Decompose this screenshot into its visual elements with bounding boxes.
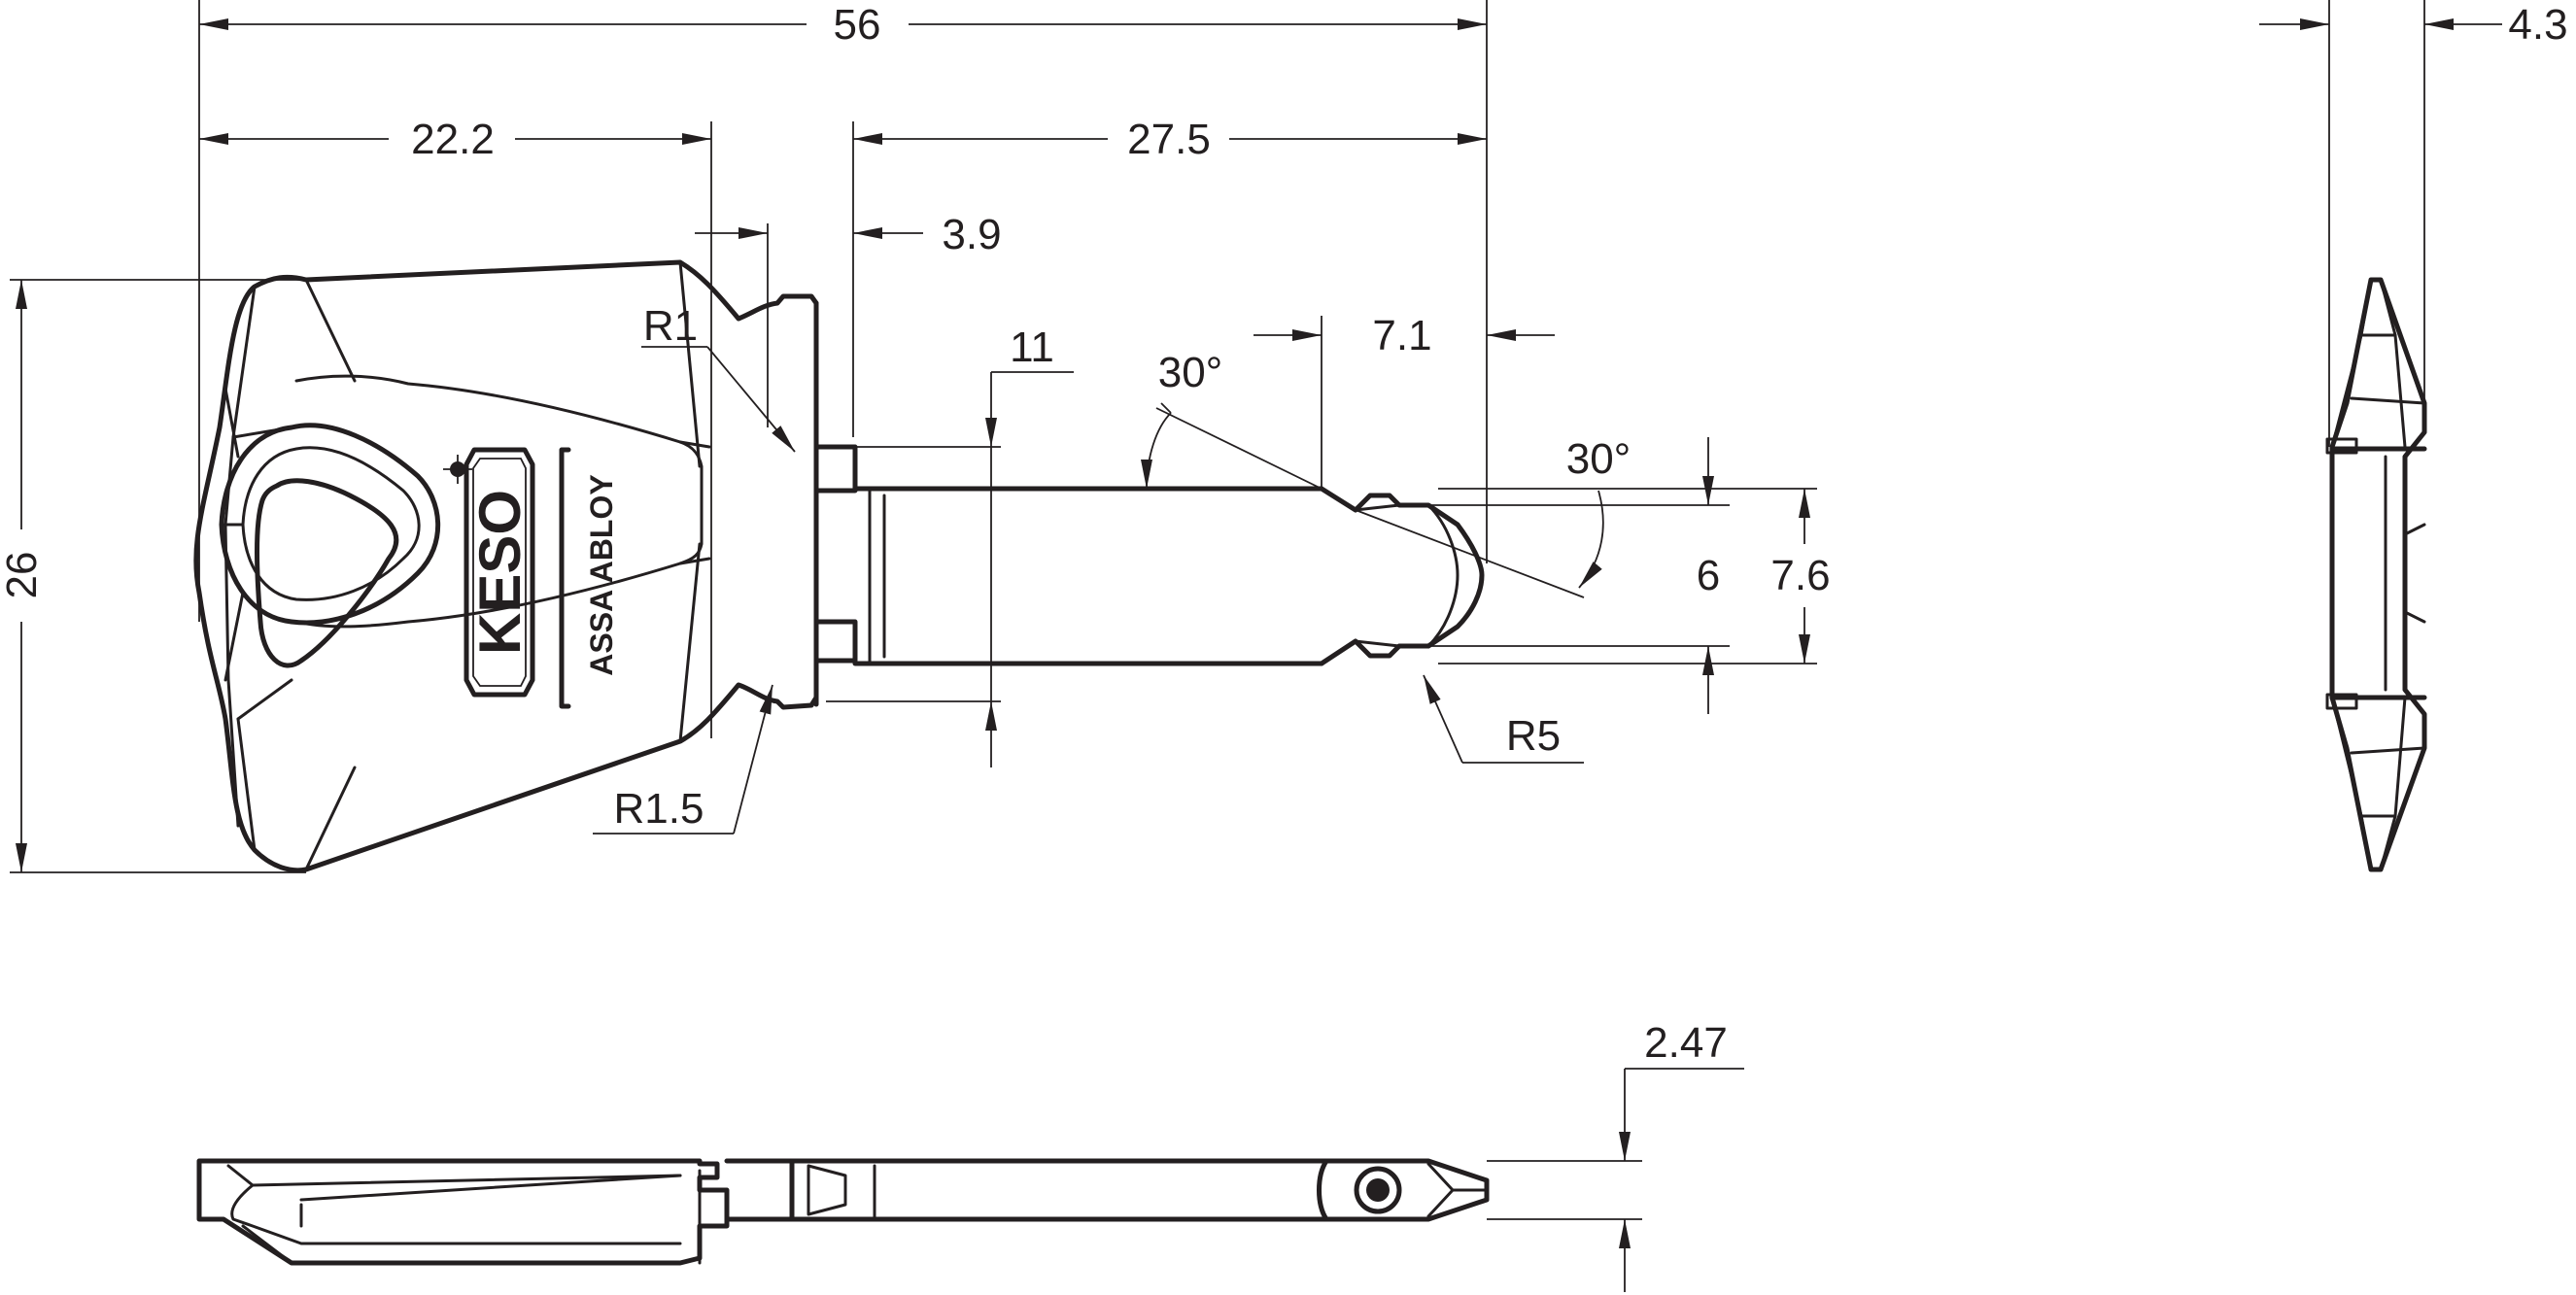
- dim-head-height: 26: [0, 552, 46, 599]
- tip-hole: [1354, 1166, 1402, 1214]
- dim-head-length: 22.2: [411, 116, 495, 163]
- side-view: [2325, 277, 2427, 872]
- dim-radius-tip: R5: [1506, 712, 1561, 760]
- dim-tip-angle-lower: 30°: [1566, 435, 1631, 483]
- top-view: [196, 1158, 1490, 1266]
- key-head-facets: [223, 260, 711, 871]
- key-grip-center: [255, 478, 399, 668]
- key-grip-ring-inner: [241, 446, 421, 601]
- keso-logo-plate: KESO: [464, 447, 535, 698]
- key-grip-ring: [219, 423, 441, 626]
- dim-radius-lower: R1.5: [614, 785, 704, 833]
- key-blade: [813, 300, 1485, 707]
- dim-radius-upper: R1: [643, 302, 698, 350]
- assa-abloy-text: ASSA ABLOY: [584, 474, 619, 675]
- dim-blade-width: 11: [1010, 324, 1054, 371]
- dim-blade-thickness: 2.47: [1644, 1019, 1728, 1067]
- dim-tip-angle-upper: 30°: [1158, 349, 1223, 396]
- dim-tip-width-inner: 6: [1697, 552, 1720, 599]
- dim-blade-length: 27.5: [1127, 116, 1211, 163]
- extension-lines: [10, 0, 2425, 1220]
- front-view: KESO ASSA ABLOY: [193, 259, 1485, 873]
- dim-tip-offset: 7.1: [1372, 312, 1431, 359]
- dim-tip-width-outer: 7.6: [1770, 552, 1830, 599]
- dim-head-thickness: 4.3: [2508, 1, 2567, 49]
- dim-shoulder-offset: 3.9: [942, 211, 1001, 258]
- dim-overall-length: 56: [834, 1, 881, 49]
- key-head-outline: [193, 259, 819, 873]
- keso-logo: KESO: [467, 490, 532, 655]
